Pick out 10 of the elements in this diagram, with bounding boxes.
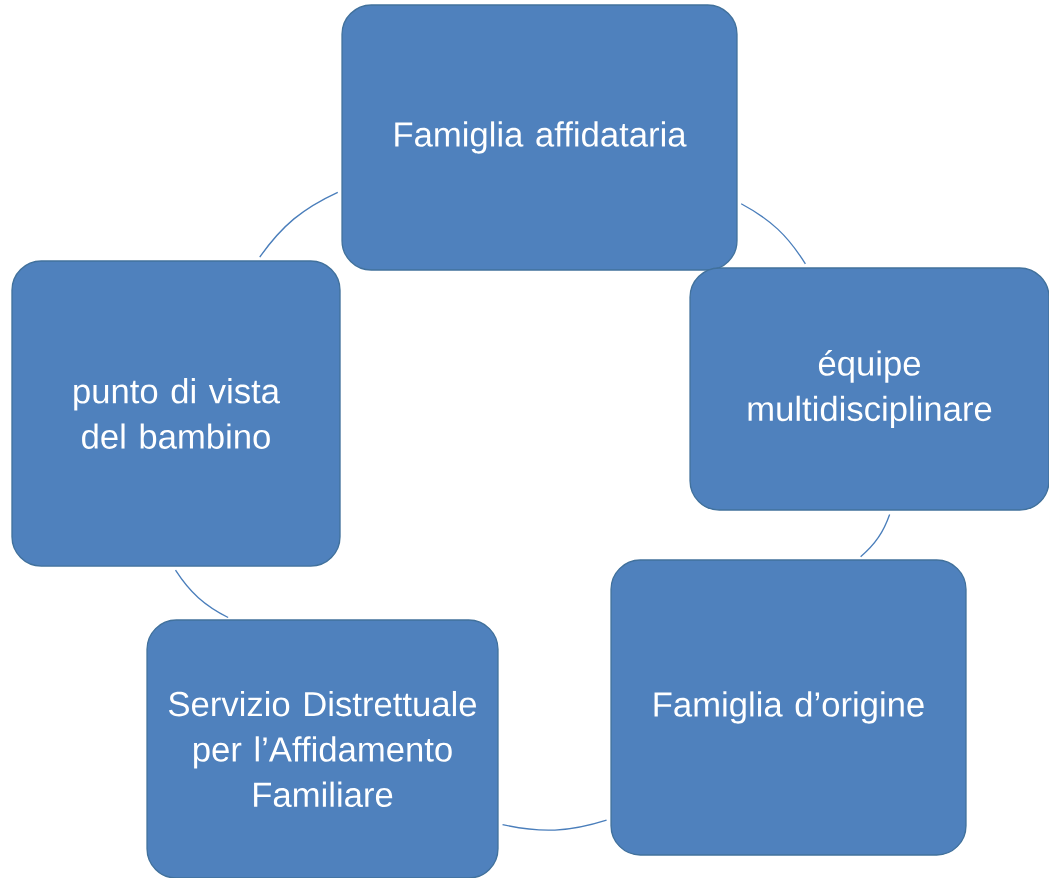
process-box: punto di vista del bambino bbox=[11, 260, 341, 567]
connector-arc bbox=[174, 569, 229, 619]
connector-arc bbox=[740, 203, 807, 265]
process-box: Famiglia d’origine bbox=[610, 559, 967, 856]
process-box: équipe multidisciplinare bbox=[689, 267, 1049, 511]
process-box: Famiglia affidataria bbox=[341, 4, 738, 271]
connector-arc bbox=[259, 191, 339, 258]
connector-arc bbox=[501, 819, 608, 831]
process-box: Servizio Distrettuale per l’Affidamento Familiare bbox=[146, 619, 499, 878]
connector-arc bbox=[859, 513, 891, 558]
